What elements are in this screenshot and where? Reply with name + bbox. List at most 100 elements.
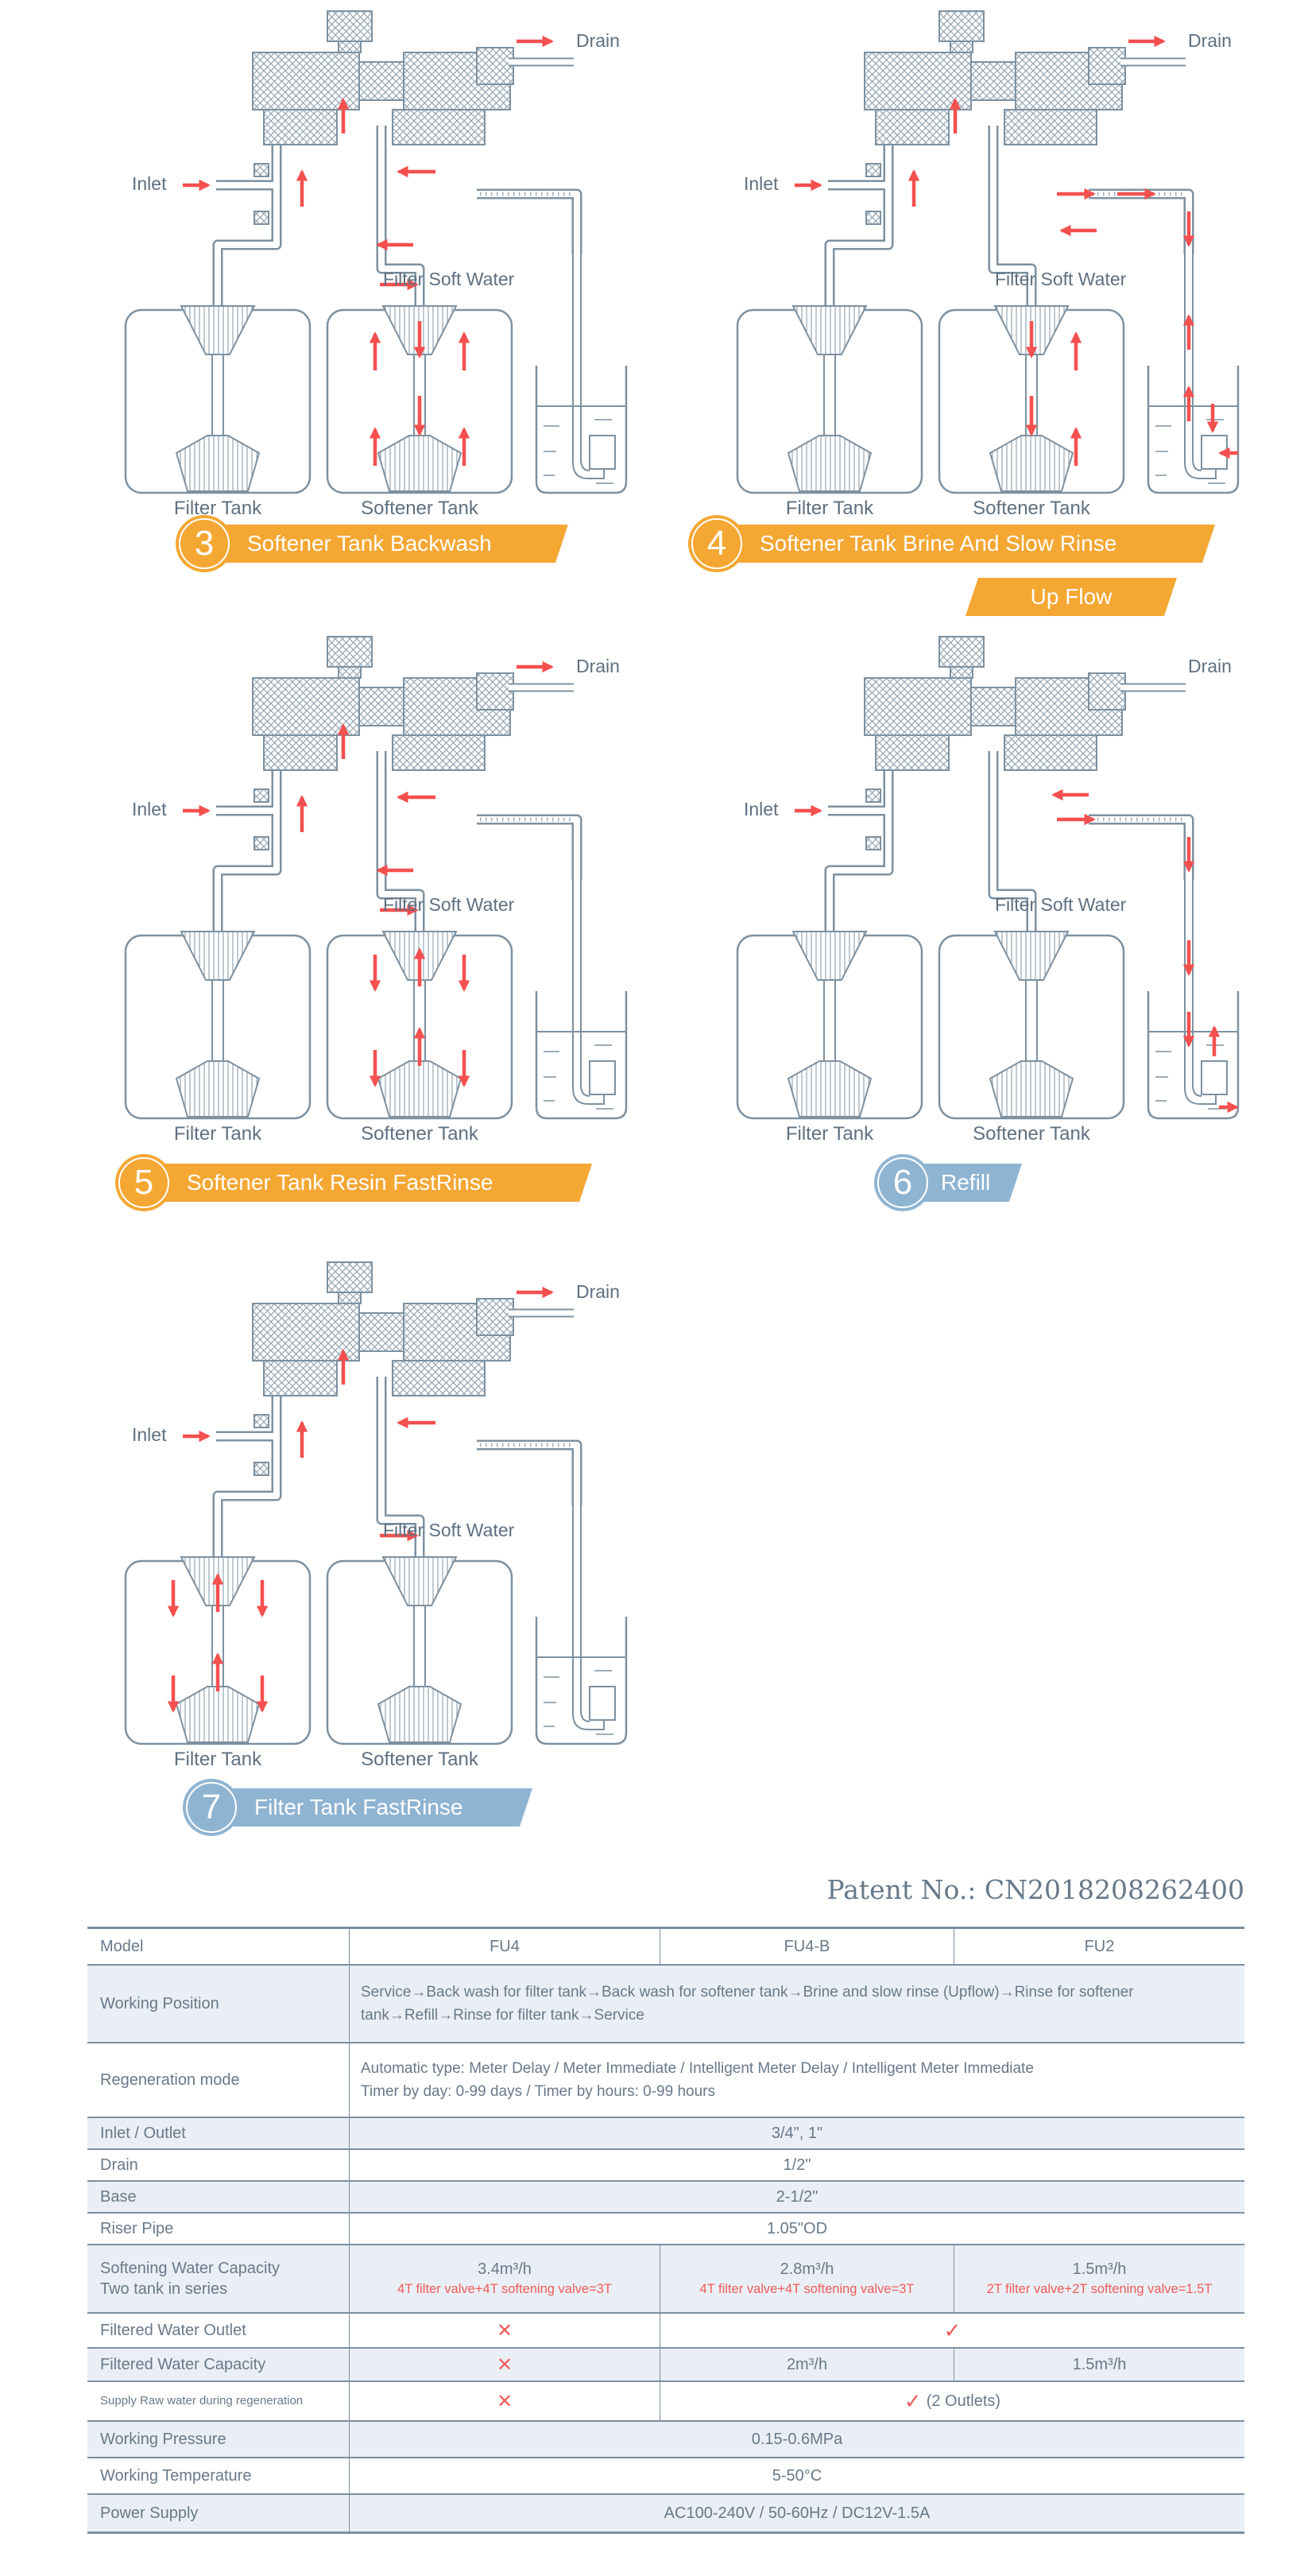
step-title: Filter Tank FastRinse xyxy=(210,1788,532,1826)
drain-label: Drain xyxy=(576,1281,620,1302)
softener-tank-label: Softener Tank xyxy=(361,1123,478,1145)
check-note: (2 Outlets) xyxy=(926,2392,1001,2410)
diagram-4: Inlet Drain Filter Soft Water Filter Tan… xyxy=(675,6,1240,531)
system-schematic xyxy=(64,6,628,523)
row-label: Drain xyxy=(87,2150,350,2180)
inlet-label: Inlet xyxy=(132,1424,167,1445)
filter-tank-label: Filter Tank xyxy=(173,1123,262,1145)
inlet-label: Inlet xyxy=(132,799,167,819)
inlet-label: Inlet xyxy=(744,173,779,194)
row-value: 1/2" xyxy=(783,2156,811,2174)
table-row-filtered-water-capacity: Filtered Water Capacity ✕ 2m³/h 1.5m³/h xyxy=(87,2347,1244,2380)
softener-tank-label: Softener Tank xyxy=(973,498,1090,519)
regen-line1: Automatic type: Meter Delay / Meter Imme… xyxy=(361,2059,1034,2077)
cell-fu4: ✕ xyxy=(350,2314,660,2347)
system-schematic xyxy=(64,1257,628,1774)
row-label: Filtered Water Capacity xyxy=(87,2349,350,2380)
table-row-softening-capacity: Softening Water Capacity Two tank in ser… xyxy=(87,2244,1244,2312)
step-number: 7 xyxy=(183,1779,240,1836)
table-header-row: Model FU4 FU4-B FU2 xyxy=(87,1929,1244,1964)
row-label: Inlet / Outlet xyxy=(87,2118,350,2148)
check-mark: ✓ xyxy=(943,2318,962,2342)
diagram-6: Inlet Drain Filter Soft Water Filter Tan… xyxy=(675,632,1240,1156)
soft-water-label: Filter Soft Water xyxy=(995,269,1127,289)
capacity-note: 2T filter valve+2T softening valve=1.5T xyxy=(986,2282,1213,2296)
table-row-inlet-outlet: Inlet / Outlet 3/4", 1" xyxy=(87,2117,1244,2148)
table-row-working-pressure: Working Pressure 0.15-0.6MPa xyxy=(87,2420,1244,2457)
column-header-model: Model xyxy=(87,1929,350,1964)
step-number: 5 xyxy=(115,1154,172,1211)
row-label: Working Position xyxy=(87,1966,350,2042)
flow-arrows xyxy=(167,1286,554,1713)
row-label: Working Pressure xyxy=(87,2422,350,2457)
soft-water-label: Filter Soft Water xyxy=(995,894,1127,915)
column-header-fu4b: FU4-B xyxy=(660,1929,954,1964)
filter-tank-label: Filter Tank xyxy=(785,498,874,519)
column-header-fu4: FU4 xyxy=(490,1937,520,1955)
filter-tank-label: Filter Tank xyxy=(785,1123,874,1145)
inlet-label: Inlet xyxy=(132,173,167,194)
column-header-fu2: FU2 xyxy=(954,1929,1244,1964)
drain-label: Drain xyxy=(576,656,620,676)
table-row-working-position: Working Position Service→Back wash for f… xyxy=(87,1964,1244,2042)
table-row-base: Base 2-1/2" xyxy=(87,2180,1244,2212)
flow-arrows xyxy=(183,35,554,466)
flow-arrows xyxy=(183,660,554,1087)
cell-fu4b: 2m³/h xyxy=(660,2349,954,2380)
row-value: 5-50°C xyxy=(772,2466,822,2485)
soft-water-label: Filter Soft Water xyxy=(383,1520,515,1540)
row-label: Regeneration mode xyxy=(87,2043,350,2117)
capacity-note: 4T filter valve+4T softening valve=3T xyxy=(397,2282,612,2296)
drain-label: Drain xyxy=(576,30,620,51)
system-schematic xyxy=(675,632,1240,1149)
step-badge-4: Softener Tank Brine And Slow Rinse 4 xyxy=(688,515,1215,572)
check-mark: ✓ xyxy=(904,2388,922,2413)
patent-number: Patent No.: CN2018208262400 xyxy=(826,1874,1244,1905)
row-label: Power Supply xyxy=(87,2495,350,2531)
cell-fu4: ✕ xyxy=(350,2382,660,2420)
table-row-riser-pipe: Riser Pipe 1.05"OD xyxy=(87,2212,1244,2244)
row-label: Riser Pipe xyxy=(87,2214,350,2244)
cross-mark: ✕ xyxy=(496,2353,513,2376)
diagram-3: Inlet Drain Filter Soft Water Filter Tan… xyxy=(64,6,628,531)
table-row-regeneration-mode: Regeneration mode Automatic type: Meter … xyxy=(87,2042,1244,2117)
drain-label: Drain xyxy=(1188,656,1232,676)
row-value: 0.15-0.6MPa xyxy=(751,2430,843,2448)
cell-fu4b-fu2: ✓ (2 Outlets) xyxy=(660,2382,1244,2420)
step-badge-5: Softener Tank Resin FastRinse 5 xyxy=(115,1154,592,1211)
softener-tank-label: Softener Tank xyxy=(361,498,478,519)
flow-arrows xyxy=(795,35,1238,466)
step-title: Softener Tank Backwash xyxy=(203,525,568,563)
row-label: Working Temperature xyxy=(87,2458,350,2493)
step-badge-6: Refill 6 xyxy=(874,1154,1022,1211)
system-schematic xyxy=(675,6,1240,523)
cross-mark: ✕ xyxy=(496,2390,513,2412)
cell-fu4b-fu2: ✓ xyxy=(660,2314,1244,2347)
drain-label: Drain xyxy=(1188,30,1232,51)
capacity-note: 4T filter valve+4T softening valve=3T xyxy=(699,2282,915,2296)
filter-tank-label: Filter Tank xyxy=(173,498,262,519)
row-label: Filtered Water Outlet xyxy=(87,2314,350,2347)
inlet-label: Inlet xyxy=(744,799,779,819)
diagram-7: Inlet Drain Filter Soft Water Filter Tan… xyxy=(64,1257,628,1782)
table-row-filtered-water-outlet: Filtered Water Outlet ✕ ✓ xyxy=(87,2312,1244,2347)
row-value: AC100-240V / 50-60Hz / DC12V-1.5A xyxy=(664,2504,931,2522)
softener-tank-label: Softener Tank xyxy=(973,1123,1090,1145)
step-title: Softener Tank Brine And Slow Rinse xyxy=(715,525,1215,563)
table-row-power-supply: Power Supply AC100-240V / 50-60Hz / DC12… xyxy=(87,2493,1244,2531)
row-value: Automatic type: Meter Delay / Meter Imme… xyxy=(350,2051,1244,2110)
cell-fu2: 1.5m³/h 2T filter valve+2T softening val… xyxy=(954,2245,1244,2312)
step-number: 3 xyxy=(176,515,233,572)
table-row-drain: Drain 1/2" xyxy=(87,2148,1244,2180)
system-schematic xyxy=(64,632,628,1149)
cell-fu4: 3.4m³/h 4T filter valve+4T softening val… xyxy=(397,2260,612,2296)
step-title-line2: Up Flow xyxy=(966,578,1177,616)
step-title: Softener Tank Resin FastRinse xyxy=(142,1164,592,1202)
cell-fu4: ✕ xyxy=(350,2349,660,2380)
flow-arrows xyxy=(795,788,1239,1114)
table-row-working-temperature: Working Temperature 5-50°C xyxy=(87,2457,1244,2493)
diagram-5: Inlet Drain Filter Soft Water Filter Tan… xyxy=(64,632,628,1156)
step-number: 4 xyxy=(688,515,745,572)
filter-tank-label: Filter Tank xyxy=(173,1749,262,1770)
